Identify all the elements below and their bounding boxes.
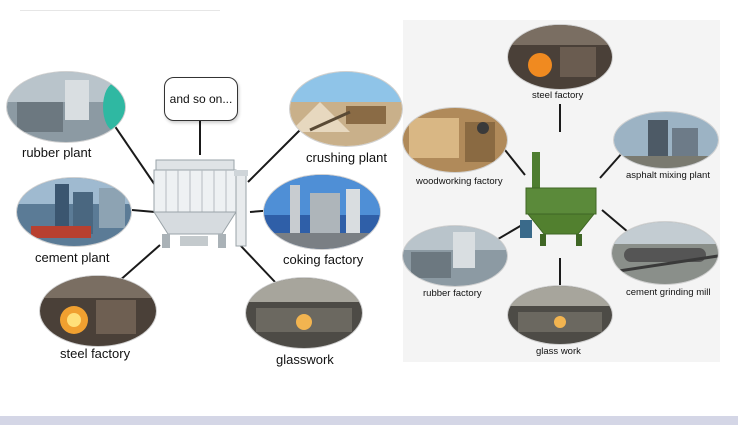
steel-factory-image [40, 276, 156, 346]
top-divider [20, 10, 220, 11]
dust-collector-illustration [153, 159, 248, 248]
and-so-on-bubble: and so on... [164, 77, 238, 121]
right-rubber-factory-image [403, 226, 507, 286]
label-right-glass-work: glass work [536, 346, 581, 357]
label-right-steel-factory: steel factory [532, 90, 584, 101]
label-glasswork: glasswork [276, 352, 334, 367]
right-steel-factory-image [508, 25, 612, 89]
right-glass-work-image [508, 286, 612, 344]
cement-grinding-mill-image [612, 222, 718, 284]
label-rubber-plant: rubber plant [22, 145, 92, 160]
label-right-rubber-factory: rubber factory [423, 288, 482, 299]
woodworking-factory-image [403, 108, 507, 172]
coking-factory-image [264, 175, 380, 249]
bubble-text: and so on... [169, 92, 233, 106]
label-asphalt-mixing-plant: asphalt mixing plant [626, 170, 710, 181]
label-cement-grinding-mill: cement grinding mill [626, 287, 711, 298]
label-cement-plant: cement plant [35, 250, 110, 265]
cement-plant-image [17, 178, 131, 246]
crushing-plant-image [290, 72, 402, 146]
rubber-plant-image [7, 72, 125, 142]
glasswork-image [246, 278, 362, 348]
asphalt-mixing-plant-image [614, 112, 718, 168]
green-dust-collector-illustration [520, 152, 597, 246]
label-crushing-plant: crushing plant [306, 150, 387, 165]
label-woodworking-factory: woodworking factory [416, 176, 503, 187]
label-coking-factory: coking factory [283, 252, 364, 267]
label-steel-factory: steel factory [60, 346, 131, 361]
bottom-band [0, 416, 738, 425]
